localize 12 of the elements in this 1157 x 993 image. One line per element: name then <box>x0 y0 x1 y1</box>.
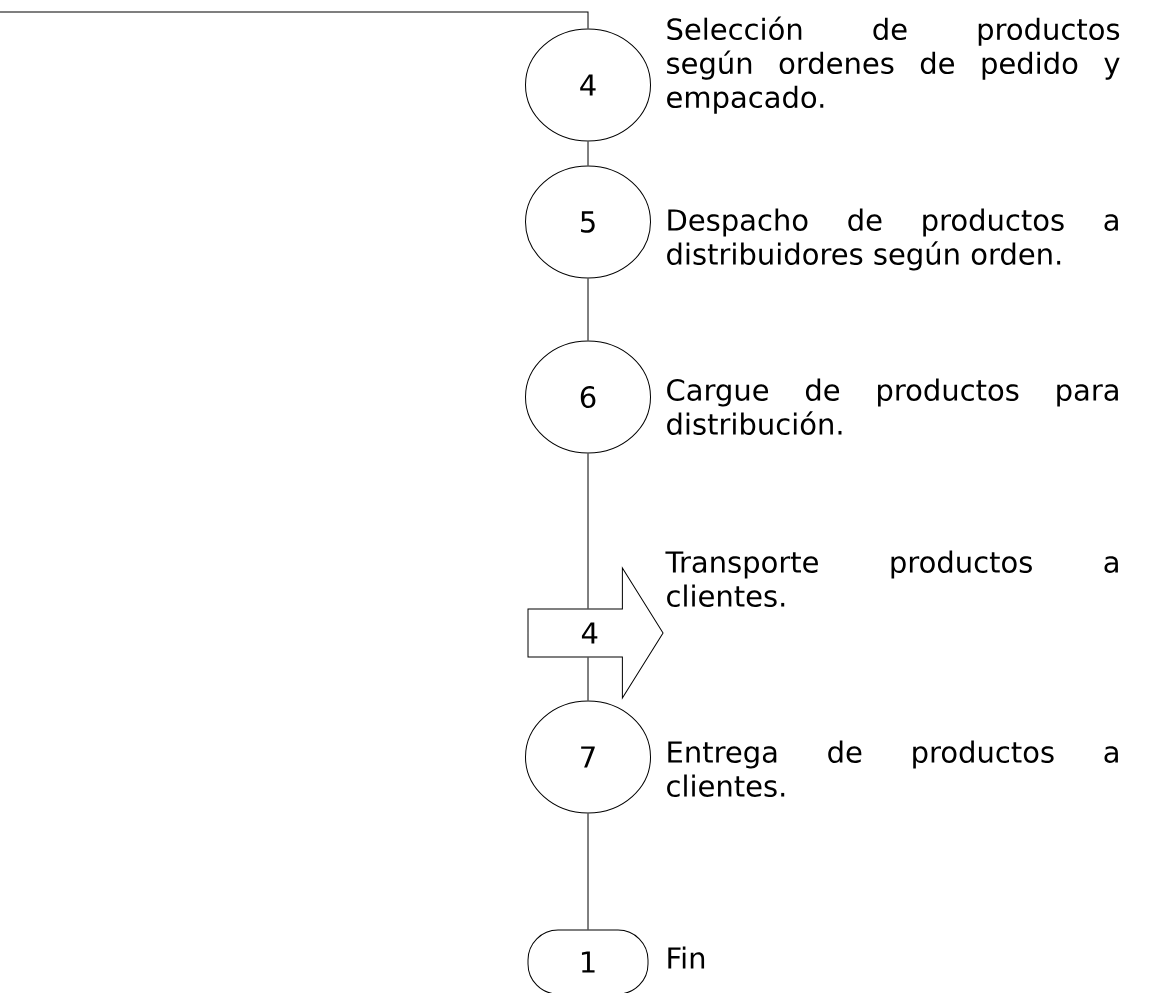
connector-line <box>0 11 589 29</box>
connector-line <box>587 657 589 701</box>
connector-line <box>587 278 589 341</box>
step-description: Selección de productos según ordenes de pedido y empacado. <box>667 16 1120 114</box>
connector-line <box>587 813 589 930</box>
step-description: Despacho de productos a distribuidores según orden. <box>667 208 1118 271</box>
connector-line <box>587 453 589 609</box>
step-description: Transporte productos a clientes. <box>665 550 1118 607</box>
step-description: Entrega de productos a clientes. <box>667 740 1118 797</box>
step-description: Fin <box>668 946 705 969</box>
step-description: Cargue de productos para distribución. <box>667 378 1118 435</box>
connector-line <box>587 141 589 166</box>
